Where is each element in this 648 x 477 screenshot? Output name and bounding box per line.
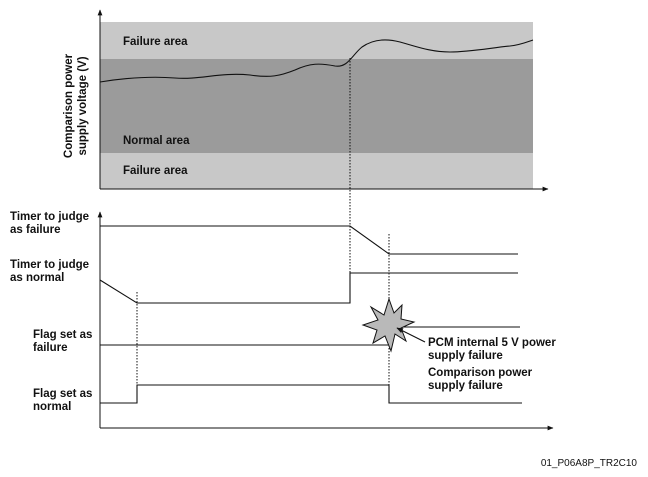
timer-failure-signal	[100, 225, 518, 255]
timer-failure-label-line2: as failure	[10, 224, 61, 236]
failure-burst-icon	[361, 297, 416, 353]
comparison-failure-label-line1: Comparison power	[428, 367, 533, 379]
timer-normal-label-line1: Timer to judge	[10, 259, 89, 271]
normal-area-label: Normal area	[123, 135, 190, 147]
figure-caption: 01_P06A8P_TR2C10	[541, 458, 638, 469]
annotation-arrow	[396, 327, 426, 343]
voltage-waveform	[99, 39, 534, 83]
pcm-failure-label-line1: PCM internal 5 V power	[428, 337, 556, 349]
timer-failure-label-line1: Timer to judge	[10, 211, 89, 223]
upper-failure-band	[100, 22, 533, 59]
timer-normal-signal	[99, 272, 518, 304]
lower-failure-band	[100, 153, 533, 189]
pcm-failure-label-line2: supply failure	[428, 350, 503, 362]
flag-failure-label-line1: Flag set as	[33, 329, 92, 341]
y-axis-label-line2: supply voltage (V)	[77, 56, 89, 155]
normal-band	[100, 59, 533, 153]
flag-normal-signal	[100, 384, 522, 404]
upper-failure-label: Failure area	[123, 36, 188, 48]
comparison-failure-label-line2: supply failure	[428, 380, 503, 392]
flag-failure-label-line2: failure	[33, 342, 68, 354]
flag-normal-label-line1: Flag set as	[33, 388, 92, 400]
timer-normal-label-line2: as normal	[10, 272, 64, 284]
flag-normal-label-line2: normal	[33, 401, 71, 413]
lower-failure-label: Failure area	[123, 165, 188, 177]
y-axis-label-line1: Comparison power	[63, 53, 75, 158]
